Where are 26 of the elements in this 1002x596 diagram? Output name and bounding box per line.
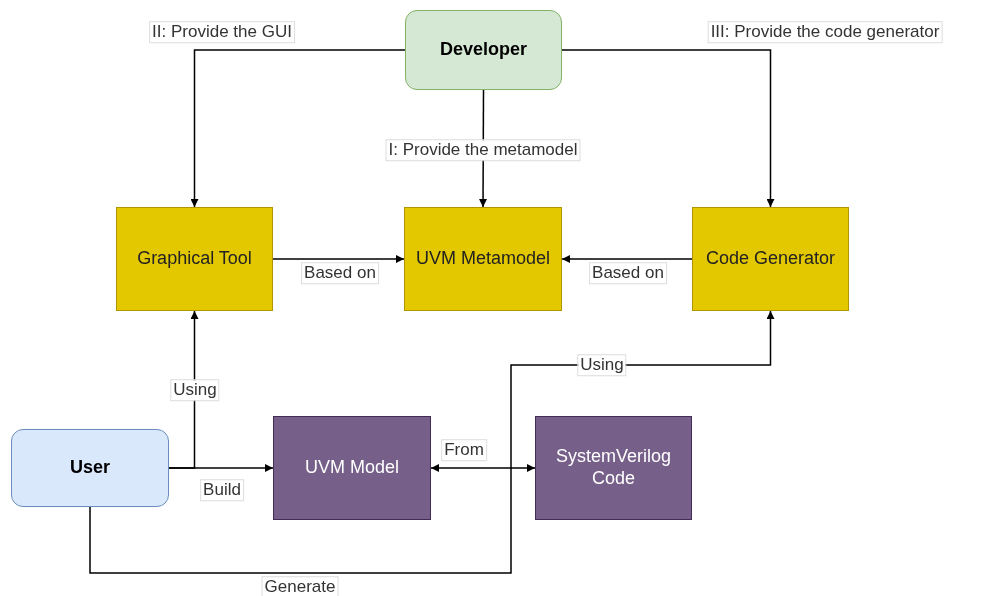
node-label: UVM Model <box>305 457 399 479</box>
arrow <box>430 464 536 472</box>
process-box <box>692 207 849 311</box>
process-box <box>404 207 562 311</box>
node-label: Code Generator <box>705 248 836 270</box>
arrow <box>89 310 775 574</box>
process-box <box>116 207 273 311</box>
arrow <box>168 464 274 472</box>
arrow <box>190 49 406 208</box>
arrow <box>561 49 775 208</box>
arrow <box>561 255 693 263</box>
node-label: User <box>70 457 110 479</box>
edge-label: From <box>442 440 486 460</box>
edge-label: Using <box>171 380 219 400</box>
node-label: Graphical Tool <box>137 248 252 270</box>
node-label: SystemVerilog Code <box>554 446 673 490</box>
actor-box <box>11 429 169 507</box>
connector-note: Using <box>578 355 626 375</box>
edge-label: III: Provide the code generator <box>708 22 942 42</box>
node-label: Developer <box>439 39 527 61</box>
actor-box <box>405 10 562 90</box>
process-box <box>535 416 692 520</box>
node-label: UVM Metamodel <box>415 248 550 270</box>
edge-label: I: Provide the metamodel <box>386 140 580 160</box>
process-box <box>273 416 431 520</box>
arrow <box>272 255 405 263</box>
